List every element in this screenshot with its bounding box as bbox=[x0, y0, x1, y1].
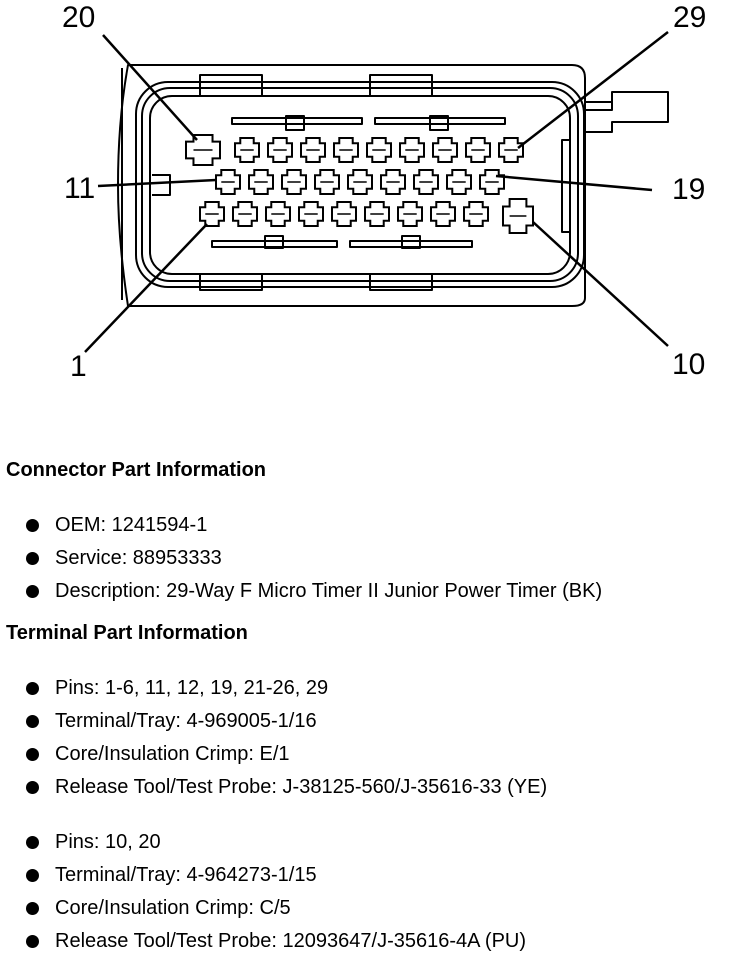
bottom-rib-right bbox=[349, 240, 473, 248]
list-item: Pins: 10, 20 bbox=[26, 829, 161, 855]
top-rib-right bbox=[374, 117, 506, 125]
lock-post bbox=[586, 91, 669, 133]
terminal-release-tool: Release Tool/Test Probe: J-38125-560/J-3… bbox=[55, 775, 548, 798]
terminal-cavity-6 bbox=[364, 201, 390, 227]
connector-shell-outer bbox=[135, 81, 585, 288]
leader-19 bbox=[495, 174, 653, 192]
list-item: Terminal/Tray: 4-969005-1/16 bbox=[26, 708, 317, 734]
list-item: OEM: 1241594-1 bbox=[26, 512, 207, 538]
leader-20 bbox=[102, 34, 198, 141]
terminal-cavity-17 bbox=[413, 169, 439, 195]
terminal-cavity-18 bbox=[446, 169, 472, 195]
top-latch-right bbox=[369, 74, 433, 96]
list-item: Service: 88953333 bbox=[26, 545, 222, 571]
bullet-icon bbox=[26, 901, 39, 915]
terminal-pins: Pins: 10, 20 bbox=[55, 830, 161, 853]
terminal-tray: Terminal/Tray: 4-969005-1/16 bbox=[55, 709, 317, 732]
terminal-cavity-9 bbox=[463, 201, 489, 227]
bullet-icon bbox=[26, 934, 39, 948]
bullet-icon bbox=[26, 551, 39, 565]
terminal-cavity-10 bbox=[502, 198, 534, 234]
terminal-cavity-21 bbox=[234, 137, 260, 163]
terminal-release-tool: Release Tool/Test Probe: 12093647/J-3561… bbox=[55, 929, 527, 952]
list-item: Terminal/Tray: 4-964273-1/15 bbox=[26, 862, 317, 888]
top-latch-left bbox=[199, 74, 263, 96]
terminal-part-heading: Terminal Part Information bbox=[6, 622, 248, 644]
leader-1 bbox=[84, 223, 208, 353]
bullet-icon bbox=[26, 681, 39, 695]
bullet-icon bbox=[26, 835, 39, 849]
terminal-cavity-27 bbox=[432, 137, 458, 163]
callout-pin-10: 10 bbox=[672, 348, 706, 381]
terminal-cavity-15 bbox=[347, 169, 373, 195]
terminal-cavity-12 bbox=[248, 169, 274, 195]
connector-description: Description: 29-Way F Micro Timer II Jun… bbox=[55, 579, 603, 602]
connector-face-diagram bbox=[84, 31, 669, 353]
list-item: Release Tool/Test Probe: 12093647/J-3561… bbox=[26, 928, 526, 954]
terminal-cavity-16 bbox=[380, 169, 406, 195]
bottom-latch-right bbox=[369, 274, 433, 291]
terminal-cavity-23 bbox=[300, 137, 326, 163]
terminal-crimp: Core/Insulation Crimp: E/1 bbox=[55, 742, 290, 765]
list-item: Description: 29-Way F Micro Timer II Jun… bbox=[26, 578, 602, 604]
terminal-cavity-7 bbox=[397, 201, 423, 227]
terminal-cavity-8 bbox=[430, 201, 456, 227]
connector-housing-outline bbox=[117, 64, 586, 307]
callout-pin-20: 20 bbox=[62, 1, 96, 34]
bullet-icon bbox=[26, 868, 39, 882]
list-item: Core/Insulation Crimp: E/1 bbox=[26, 741, 290, 767]
terminal-cavity-22 bbox=[267, 137, 293, 163]
terminal-cavity-3 bbox=[265, 201, 291, 227]
terminal-cavity-4 bbox=[298, 201, 324, 227]
bullet-icon bbox=[26, 518, 39, 532]
terminal-cavity-25 bbox=[366, 137, 392, 163]
list-item: Pins: 1-6, 11, 12, 19, 21-26, 29 bbox=[26, 675, 328, 701]
list-item: Core/Insulation Crimp: C/5 bbox=[26, 895, 291, 921]
bullet-icon bbox=[26, 584, 39, 598]
bottom-latch-left bbox=[199, 274, 263, 291]
bullet-icon bbox=[26, 747, 39, 761]
terminal-cavity-11 bbox=[215, 169, 241, 195]
list-item: Release Tool/Test Probe: J-38125-560/J-3… bbox=[26, 774, 547, 800]
bullet-icon bbox=[26, 714, 39, 728]
terminal-pins: Pins: 1-6, 11, 12, 19, 21-26, 29 bbox=[55, 676, 329, 699]
terminal-cavity-14 bbox=[314, 169, 340, 195]
leader-10 bbox=[532, 221, 669, 347]
terminal-cavity-2 bbox=[232, 201, 258, 227]
terminal-cavity-20 bbox=[185, 134, 221, 166]
connector-service: Service: 88953333 bbox=[55, 546, 222, 569]
leader-29 bbox=[517, 31, 669, 149]
terminal-cavity-13 bbox=[281, 169, 307, 195]
terminal-crimp: Core/Insulation Crimp: C/5 bbox=[55, 896, 291, 919]
connector-shell-middle bbox=[141, 87, 579, 282]
terminal-cavity-29 bbox=[498, 137, 524, 163]
callout-pin-19: 19 bbox=[672, 173, 706, 206]
terminal-cavity-28 bbox=[465, 137, 491, 163]
bullet-icon bbox=[26, 780, 39, 794]
callout-pin-11: 11 bbox=[64, 172, 96, 205]
bottom-rib-left bbox=[211, 240, 338, 248]
connector-part-heading: Connector Part Information bbox=[6, 459, 267, 481]
terminal-cavity-26 bbox=[399, 137, 425, 163]
top-rib-left bbox=[231, 117, 363, 125]
leader-11 bbox=[97, 178, 217, 188]
connector-oem: OEM: 1241594-1 bbox=[55, 513, 208, 536]
terminal-cavity-5 bbox=[331, 201, 357, 227]
callout-pin-29: 29 bbox=[673, 1, 707, 34]
terminal-cavity-1 bbox=[199, 201, 225, 227]
terminal-tray: Terminal/Tray: 4-964273-1/15 bbox=[55, 863, 317, 886]
terminal-cavity-24 bbox=[333, 137, 359, 163]
callout-pin-1: 1 bbox=[70, 350, 87, 383]
